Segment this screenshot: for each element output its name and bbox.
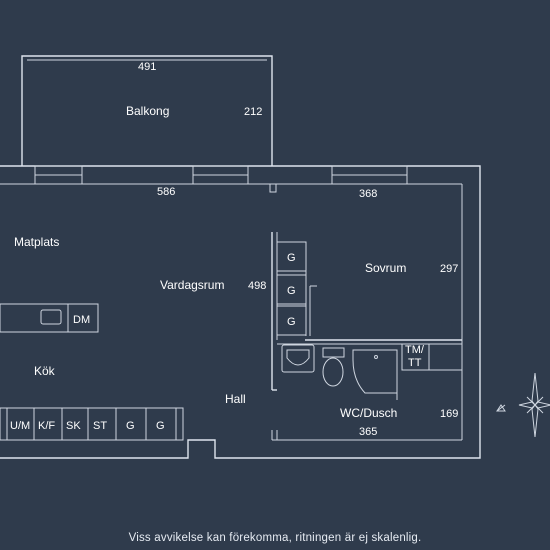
exterior-wall [0,165,481,459]
dim-vardagsrum-depth: 498 [248,280,266,292]
wardrobe-label-3: G [287,316,296,328]
dim-vardagsrum-width: 586 [157,186,175,198]
dim-balkong-width: 491 [138,61,156,73]
bathroom-fixtures [281,343,463,400]
bath-cabinet [428,343,463,371]
appliance-label-kf: K/F [38,420,55,432]
appliance-label-tt: TT [408,357,422,369]
windows [34,165,408,185]
room-label-vardagsrum: Vardagsrum [160,278,224,292]
disclaimer-text: Viss avvikelse kan förekomma, ritningen … [128,532,422,544]
washbasin [281,344,315,373]
appliance-label-g1: G [126,420,135,432]
balcony-outline [21,55,273,166]
appliance-label-um: U/M [10,420,30,432]
room-label-matplats: Matplats [14,235,59,249]
kitchen-island [0,303,99,333]
dim-sovrum-depth: 297 [440,263,458,275]
toilet-tank [322,347,345,358]
compass-icon [496,372,550,438]
dim-wc-depth: 169 [440,408,458,420]
dim-wc-width: 365 [359,426,377,438]
appliance-label-tm: TM/ [405,344,425,356]
shower-area [352,349,398,394]
kitchen-counter [0,407,184,441]
appliance-label-g2: G [156,420,165,432]
wardrobe-label-1: G [287,252,296,264]
appliance-label-sk: SK [66,420,81,432]
appliance-label-dm: DM [73,314,90,326]
dim-balkong-depth: 212 [244,106,262,118]
wardrobe-column [276,241,317,336]
room-label-hall: Hall [225,392,246,406]
wall-stub [269,183,277,193]
room-label-wc-dusch: WC/Dusch [340,406,397,420]
wardrobe-label-2: G [287,285,296,297]
toilet-bowl [322,357,344,387]
dim-sovrum-width: 368 [359,188,377,200]
appliance-label-st: ST [93,420,107,432]
room-label-balkong: Balkong [126,104,169,118]
room-label-sovrum: Sovrum [365,261,406,275]
room-label-kok: Kök [34,364,56,378]
